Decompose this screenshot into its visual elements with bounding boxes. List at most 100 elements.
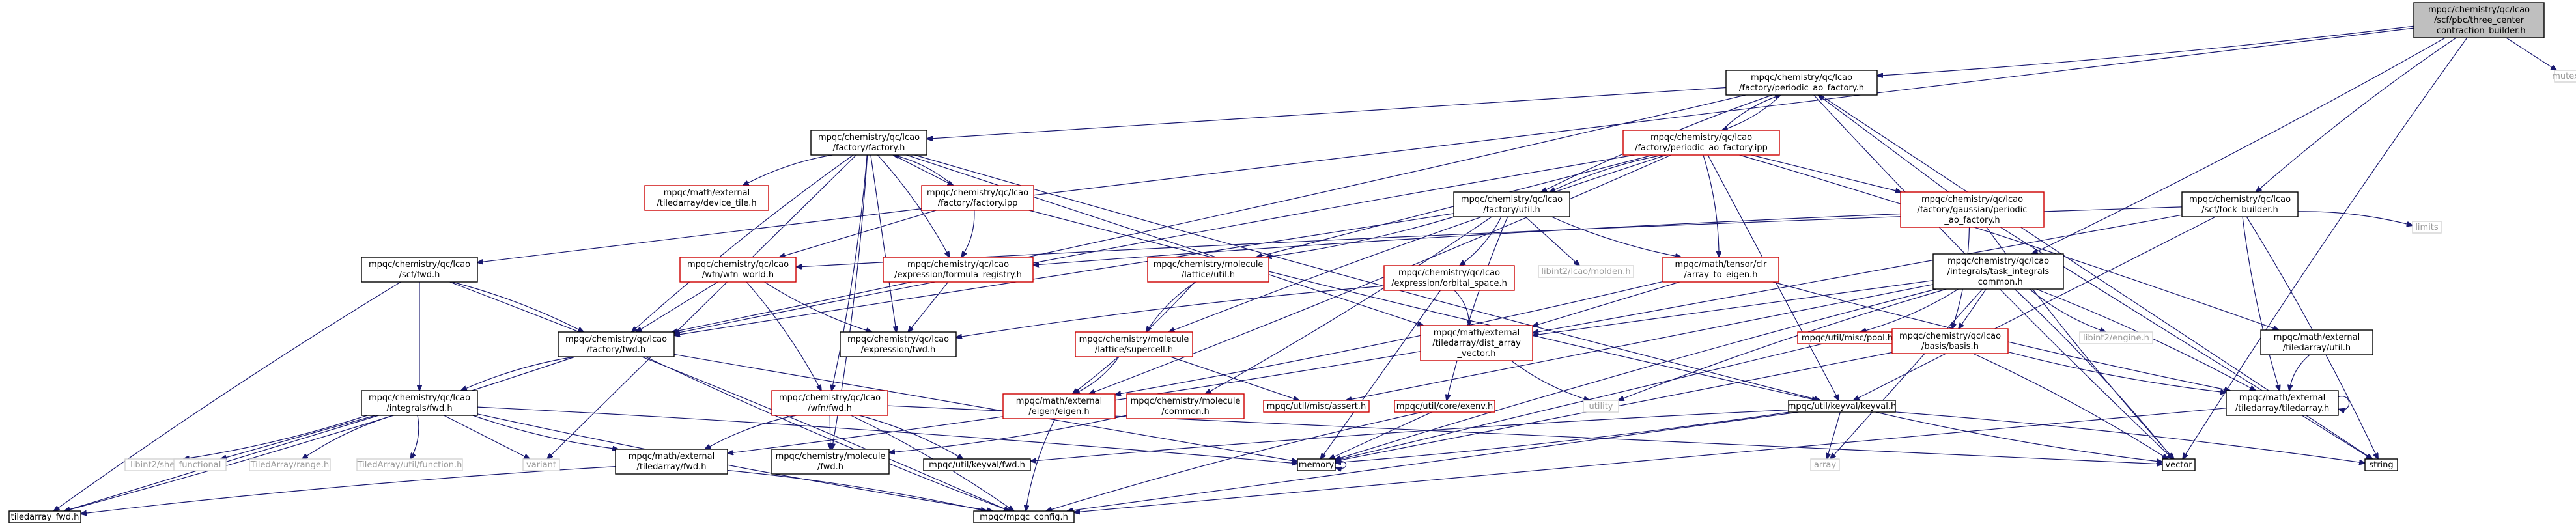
include-edge (1335, 411, 1790, 463)
node-tiledarray-h[interactable]: mpqc/math/external/tiledarray/tiledarray… (2226, 390, 2339, 416)
node-vector[interactable]: vector (2162, 458, 2196, 471)
node-label-line: mpqc/math/external (2239, 393, 2326, 403)
node-box (1583, 400, 1619, 413)
include-edge (54, 281, 401, 511)
node-box (2162, 458, 2196, 471)
node-box (1622, 130, 1780, 156)
include-edge (1206, 216, 1492, 394)
include-edge (1335, 343, 1823, 460)
node-box (173, 458, 227, 471)
node-variant[interactable]: variant (522, 458, 560, 471)
node-box (1662, 257, 1779, 283)
node-keyval[interactable]: mpqc/util/keyval/keyval.h (1788, 400, 1896, 413)
include-edge (780, 210, 937, 257)
node-limits[interactable]: limits (2412, 221, 2442, 234)
node-mol-common[interactable]: mpqc/chemistry/molecule/common.h (1126, 393, 1245, 419)
node-box (1788, 400, 1896, 413)
node-box (1900, 191, 2045, 228)
include-edge (1510, 360, 1589, 400)
include-edge (889, 415, 1127, 452)
include-edge (1550, 154, 1663, 192)
node-label-line: /factory/factory.h (833, 143, 905, 153)
include-edge (461, 356, 575, 391)
node-label-line: /factory/periodic_ao_factory.h (1739, 83, 1864, 93)
node-lattice-util[interactable]: mpqc/chemistry/molecule/lattice/util.h (1147, 257, 1269, 283)
include-edge (2289, 354, 2310, 391)
node-range[interactable]: TiledArray/range.h (249, 458, 331, 471)
node-label-line: /expression/formula_registry.h (894, 270, 1022, 280)
node-label-line: /factory/factory.ipp (938, 199, 1018, 208)
node-mpqc-config[interactable]: mpqc/mpqc_config.h (973, 510, 1075, 523)
node-box (2364, 458, 2398, 471)
include-edge (1703, 154, 1719, 257)
node-array-to-eigen[interactable]: mpqc/math/tensor/clr/array_to_eigen.h (1662, 257, 1779, 283)
node-ta-fwd-math[interactable]: mpqc/math/external/tiledarray/fwd.h (615, 449, 728, 475)
node-label-line: mpqc/math/external (2274, 333, 2360, 342)
node-label-line: mpqc/chemistry/qc/lcao (1461, 195, 1563, 204)
node-periodic-ao-factory-ipp[interactable]: mpqc/chemistry/qc/lcao/factory/periodic_… (1622, 130, 1780, 156)
node-ta-function[interactable]: TiledArray/util/function.h (356, 458, 463, 471)
node-keyval-fwd[interactable]: mpqc/util/keyval/fwd.h (923, 458, 1031, 471)
node-label-line: mpqc/chemistry/qc/lcao (2428, 5, 2530, 15)
include-edge (1533, 214, 2183, 333)
node-label-line: mpqc/chemistry/qc/lcao (847, 335, 949, 344)
node-label-line: libint2/lcao/molden.h (1541, 267, 1630, 277)
node-label-line: mpqc/chemistry/molecule (776, 452, 886, 462)
include-edge (2338, 396, 2350, 410)
node-label-line: tiledarray_fwd.h (11, 512, 79, 522)
node-pool[interactable]: mpqc/util/misc/pool.h (1797, 331, 1897, 344)
node-box (810, 130, 927, 156)
node-label-line: _ao_factory.h (1944, 215, 2000, 225)
include-edge (1751, 154, 1901, 192)
node-expression-fwd[interactable]: mpqc/chemistry/qc/lcao/expression/fwd.h (840, 331, 957, 357)
include-edge (1068, 411, 1799, 511)
include-edge (1819, 95, 1949, 193)
node-box (840, 331, 957, 357)
node-utility[interactable]: utility (1583, 400, 1619, 413)
node-dist-array[interactable]: mpqc/math/external/tiledarray/dist_array… (1420, 325, 1533, 361)
node-periodic-ao-factory-h[interactable]: mpqc/chemistry/qc/lcao/factory/periodic_… (1725, 70, 1878, 96)
include-edge (1046, 411, 1422, 511)
include-edge (1721, 95, 1781, 131)
node-scf-fwd[interactable]: mpqc/chemistry/qc/lcao/scf/fwd.h (361, 257, 478, 283)
node-eigen[interactable]: mpqc/math/external/eigen/eigen.h (1002, 393, 1116, 419)
include-edge (1739, 154, 2279, 330)
node-array[interactable]: array (1810, 458, 1840, 471)
node-fock-builder[interactable]: mpqc/chemistry/qc/lcao/scf/fock_builder.… (2181, 191, 2299, 217)
node-factory-h[interactable]: mpqc/chemistry/qc/lcao/factory/factory.h (810, 130, 927, 156)
node-factory-ipp[interactable]: mpqc/chemistry/qc/lcao/factory/factory.i… (921, 185, 1034, 211)
node-exenv[interactable]: mpqc/util/core/exenv.h (1394, 400, 1495, 413)
node-molden[interactable]: libint2/lcao/molden.h (1538, 265, 1634, 278)
node-box (2181, 191, 2299, 217)
node-string[interactable]: string (2364, 458, 2398, 471)
node-integrals-fwd[interactable]: mpqc/chemistry/qc/lcao/integrals/fwd.h (361, 390, 478, 416)
node-wfn-world[interactable]: mpqc/chemistry/qc/lcao/wfn/wfn_world.h (679, 257, 797, 283)
node-orbital-space[interactable]: mpqc/chemistry/qc/lcao/expression/orbita… (1383, 265, 1515, 291)
node-memory[interactable]: memory (1297, 458, 1336, 471)
node-util-h[interactable]: mpqc/chemistry/qc/lcao/factory/util.h (1453, 191, 1570, 217)
node-engine[interactable]: libint2/engine.h (2079, 331, 2153, 344)
node-task-integrals[interactable]: mpqc/chemistry/qc/lcao/integrals/task_in… (1932, 253, 2064, 290)
node-assert[interactable]: mpqc/util/misc/assert.h (1263, 400, 1370, 413)
node-label-line: /integrals/fwd.h (386, 404, 452, 413)
node-label-line: functional (179, 460, 221, 470)
include-edge (1030, 410, 1789, 462)
include-edge (1447, 216, 1508, 400)
include-edge (674, 213, 1454, 335)
node-device-tile[interactable]: mpqc/math/external/tiledarray/device_til… (644, 185, 769, 211)
node-box (1420, 325, 1533, 361)
node-tiledarray-fwd[interactable]: tiledarray_fwd.h (8, 510, 81, 523)
node-supercell[interactable]: mpqc/chemistry/molecule/lattice/supercel… (1075, 331, 1193, 357)
node-basis[interactable]: mpqc/chemistry/qc/lcao/basis/basis.h (1891, 328, 2009, 354)
include-edge (1972, 353, 2168, 459)
node-mol-fwd[interactable]: mpqc/chemistry/molecule/fwd.h (771, 449, 890, 475)
node-factory-fwd[interactable]: mpqc/chemistry/qc/lcao/factory/fwd.h (558, 331, 675, 357)
node-wfn-fwd[interactable]: mpqc/chemistry/qc/lcao/wfn/fwd.h (771, 390, 888, 416)
node-mutex[interactable]: mutex (2552, 70, 2576, 83)
node-ta-util[interactable]: mpqc/math/external/tiledarray/util.h (2260, 329, 2373, 355)
node-box (1725, 70, 1878, 96)
node-gaussian-periodic[interactable]: mpqc/chemistry/qc/lcao/factory/gaussian/… (1900, 191, 2045, 228)
node-formula-registry[interactable]: mpqc/chemistry/qc/lcao/expression/formul… (883, 257, 1034, 283)
node-functional[interactable]: functional (173, 458, 227, 471)
